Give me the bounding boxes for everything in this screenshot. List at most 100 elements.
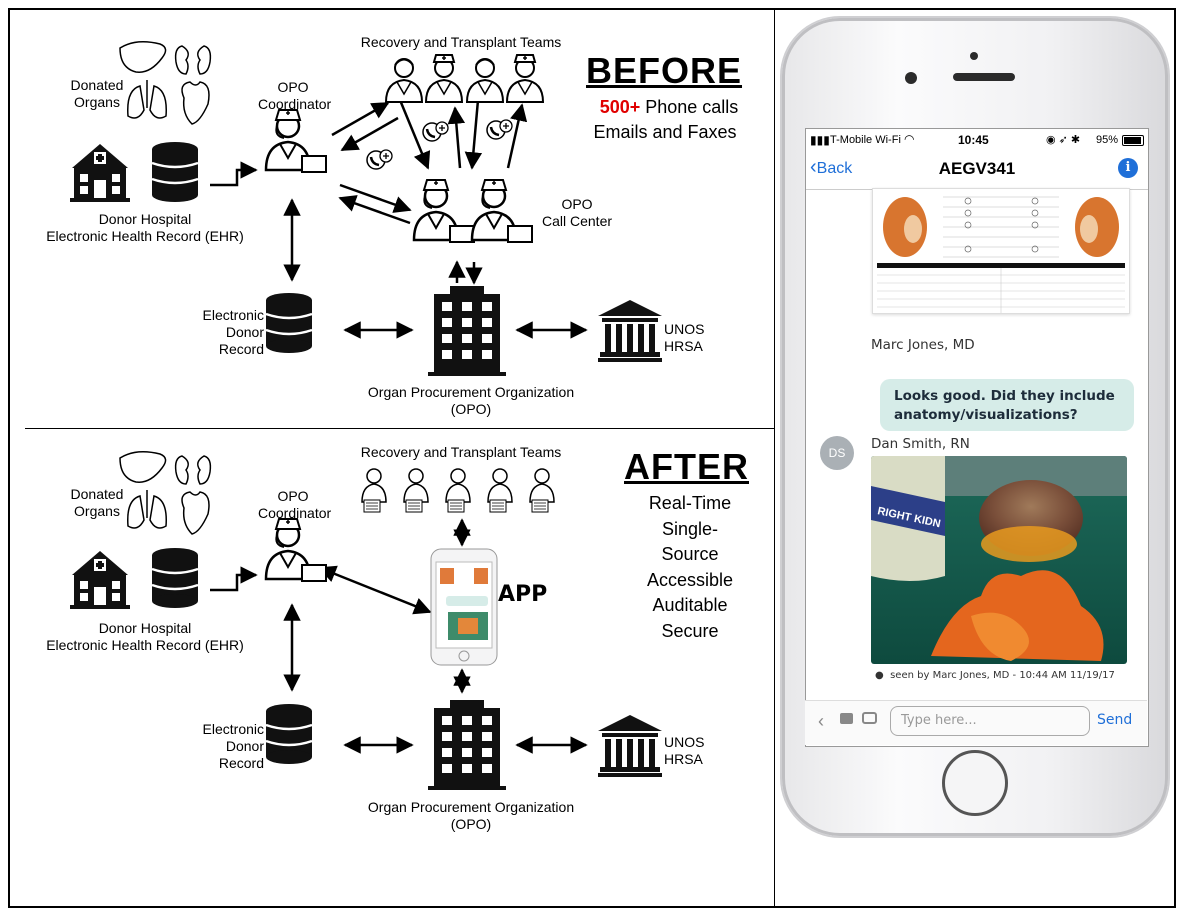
before-teams-label: Recovery and Transplant Teams bbox=[360, 34, 562, 50]
after-ehr-database-icon bbox=[151, 548, 199, 608]
phone-call-icon-2 bbox=[422, 121, 449, 142]
after-opo-building-icon bbox=[428, 700, 506, 790]
after-team-member-icon-4 bbox=[487, 468, 513, 513]
phone-sensor bbox=[970, 52, 978, 60]
app-phone-icon bbox=[430, 548, 498, 666]
info-icon[interactable]: i bbox=[1118, 158, 1138, 178]
before-unos-building-icon bbox=[598, 300, 662, 362]
before-team-member-icon-1 bbox=[384, 58, 424, 103]
callcenter-to-coord-arrow bbox=[338, 195, 411, 225]
before-coordinator-icon bbox=[264, 109, 327, 173]
vertical-divider bbox=[774, 8, 775, 908]
before-team-member-icon-2 bbox=[424, 54, 464, 103]
back-button[interactable]: ‹Back bbox=[810, 156, 852, 179]
callcenter-to-teams-arrow-1 bbox=[447, 106, 466, 169]
battery-percent: 95% bbox=[1096, 134, 1119, 146]
organ-photo[interactable]: RIGHT KIDN bbox=[871, 456, 1127, 664]
sender-name-2: Dan Smith, RN bbox=[871, 436, 970, 452]
after-coordinator-icon bbox=[264, 518, 327, 582]
donated-organs-icon bbox=[119, 41, 212, 125]
phone-call-icon-1 bbox=[366, 149, 393, 170]
wifi-icon: ◠ bbox=[904, 132, 915, 146]
signal-icon: ▮▮▮ bbox=[810, 133, 830, 147]
carrier: T-Mobile Wi-Fi bbox=[830, 134, 901, 146]
after-coord-app-arrow bbox=[318, 565, 432, 615]
seen-receipt: ● seen by Marc Jones, MD - 10:44 AM 11/1… bbox=[875, 670, 1115, 681]
ehr-to-coordinator-arrow bbox=[210, 161, 258, 187]
before-emails-line: Emails and Faxes bbox=[593, 122, 737, 142]
before-team-member-icon-3 bbox=[465, 58, 505, 103]
after-donor-record-database-icon bbox=[265, 704, 313, 764]
after-hospital-icon bbox=[70, 551, 130, 609]
back-label: Back bbox=[816, 160, 853, 177]
after-donated-organs-icon bbox=[119, 451, 212, 535]
after-team-member-icon-2 bbox=[403, 468, 429, 513]
phone-call-icon-3 bbox=[486, 119, 513, 140]
before-donor-record-database-icon bbox=[265, 293, 313, 353]
callcenter-to-teams-arrow-2 bbox=[506, 103, 528, 169]
before-callcenter-agent-icon-1 bbox=[412, 179, 475, 243]
after-qualities: Real-Time Single- Source Accessible Audi… bbox=[646, 493, 734, 641]
before-opo-label: Organ Procurement Organization(OPO) bbox=[367, 384, 575, 417]
horizontal-divider bbox=[25, 428, 774, 429]
hospital-icon bbox=[70, 144, 130, 202]
after-team-member-icon-3 bbox=[445, 468, 471, 513]
chat-navbar: ‹Back AEGV341 i bbox=[806, 151, 1148, 190]
app-label: APP bbox=[498, 582, 548, 607]
dot-icon: ● bbox=[875, 670, 884, 681]
coord-to-callcenter-arrow bbox=[339, 183, 412, 213]
calls-count: 500+ bbox=[599, 97, 641, 117]
send-button[interactable]: Send bbox=[1097, 712, 1133, 728]
before-calls-line: 500+ Phone calls bbox=[580, 96, 758, 118]
before-team-member-icon-4 bbox=[505, 54, 545, 103]
kidney-anatomy-document[interactable] bbox=[872, 188, 1130, 314]
after-team-member-icon-5 bbox=[529, 468, 555, 513]
teams-to-callcenter-arrow-2 bbox=[464, 99, 483, 170]
after-unos-building-icon bbox=[598, 715, 662, 777]
status-icons: ◉ ➶ ✱ bbox=[1046, 134, 1081, 146]
after-ehr-to-coordinator-arrow bbox=[210, 566, 258, 592]
teams-to-coord-arrow bbox=[340, 116, 399, 152]
message-bubble[interactable]: Looks good. Did they include anatomy/vis… bbox=[880, 379, 1134, 431]
before-opo-building-icon bbox=[428, 286, 506, 376]
avatar[interactable]: DS bbox=[820, 436, 854, 470]
camera-icon[interactable] bbox=[862, 712, 877, 724]
chat-title: AEGV341 bbox=[938, 159, 1016, 178]
kidney-document-image bbox=[877, 196, 1125, 313]
before-heading: BEFORE bbox=[586, 50, 743, 91]
phone-earpiece bbox=[953, 73, 1015, 81]
clock: 10:45 bbox=[958, 133, 989, 147]
calls-text: Phone calls bbox=[640, 97, 739, 117]
before-callcenter-agent-icon-2 bbox=[470, 179, 533, 243]
ehr-database-icon bbox=[151, 142, 199, 202]
coord-to-teams-arrow bbox=[331, 101, 390, 137]
image-icon[interactable] bbox=[840, 713, 853, 724]
organ-photo-image: RIGHT KIDN bbox=[871, 456, 1127, 664]
after-opo-label: Organ Procurement Organization(OPO) bbox=[367, 799, 575, 832]
status-bar: ▮▮▮ T-Mobile Wi-Fi ◠ 10:45 ◉ ➶ ✱ 95% bbox=[806, 129, 1148, 151]
battery-icon bbox=[1122, 135, 1144, 146]
figure-frame bbox=[8, 8, 1176, 908]
after-team-member-icon-1 bbox=[361, 468, 387, 513]
phone-camera bbox=[905, 72, 917, 84]
teams-to-callcenter-arrow-1 bbox=[398, 99, 431, 170]
chevron-left-icon[interactable]: ‹ bbox=[818, 711, 824, 731]
home-button[interactable] bbox=[942, 750, 1008, 816]
message-input[interactable]: Type here... bbox=[890, 706, 1090, 736]
chevron-left-icon: ‹ bbox=[810, 156, 817, 178]
after-heading: AFTER bbox=[624, 446, 749, 487]
after-teams-label: Recovery and Transplant Teams bbox=[360, 444, 562, 460]
sender-name-1: Marc Jones, MD bbox=[871, 337, 975, 353]
